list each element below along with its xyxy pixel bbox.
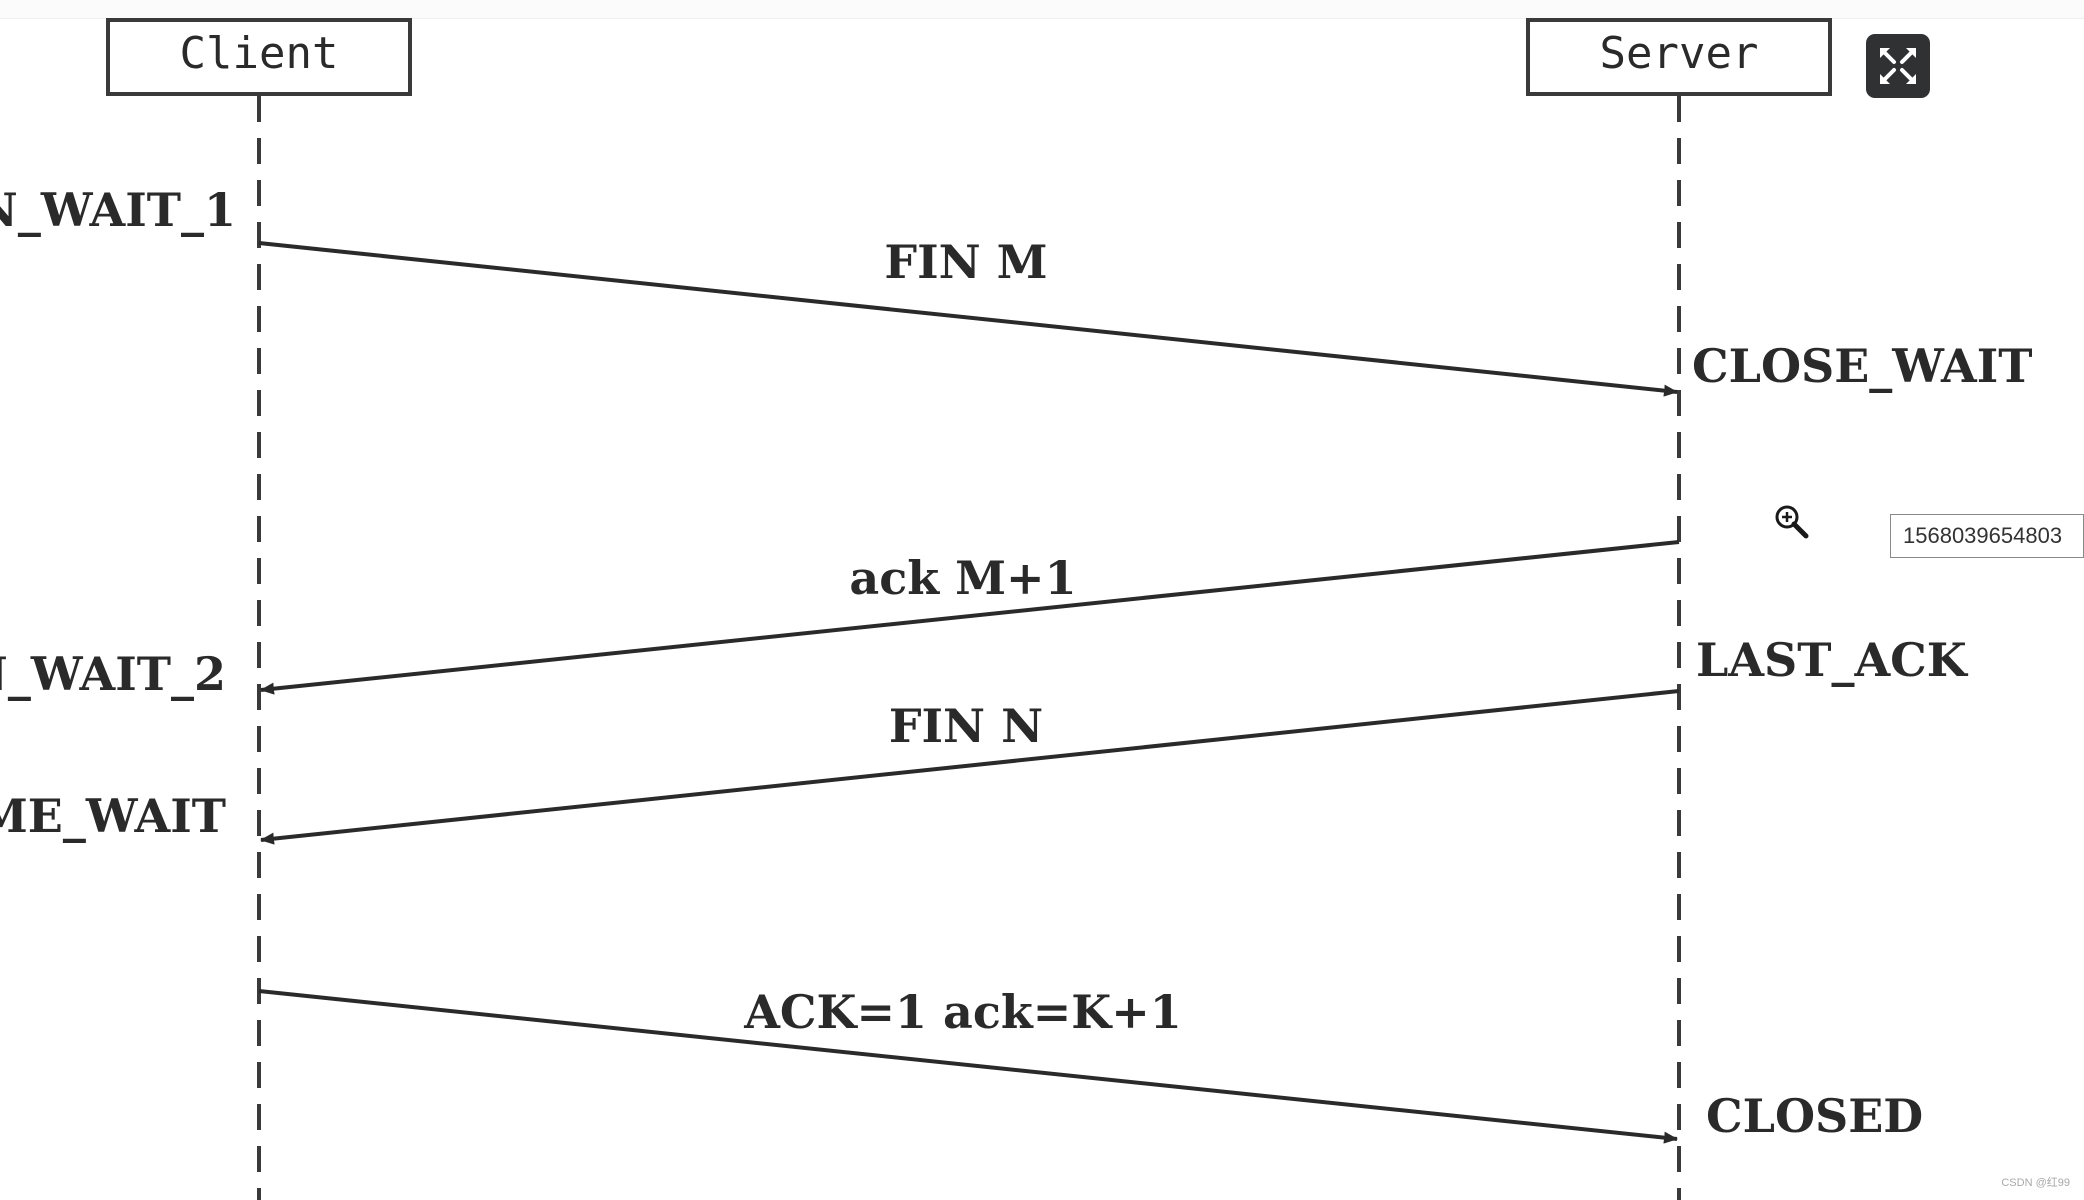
client-state-fin-wait-1: FIN_WAIT_1 (0, 183, 236, 237)
client-state-time-wait: TIME_WAIT (0, 789, 226, 843)
message-arrow-fin-m (258, 241, 1678, 397)
top-strip (0, 0, 2084, 19)
message-label-ack-m1: ack M+1 (849, 551, 1076, 605)
server-participant-box: Server (1526, 18, 1832, 96)
fullscreen-expand-icon[interactable] (1866, 34, 1930, 98)
server-participant-label: Server (1600, 28, 1759, 79)
message-label-fin-m: FIN M (884, 235, 1047, 289)
zoom-in-cursor-icon (1772, 502, 1812, 542)
server-state-last-ack: LAST_ACK (1696, 633, 1969, 687)
message-label-final-ack: ACK=1 ack=K+1 (743, 985, 1182, 1039)
message-arrow-ack-m1 (260, 540, 1680, 695)
client-participant-label: Client (180, 28, 339, 79)
client-participant-box: Client (106, 18, 412, 96)
message-label-fin-n: FIN N (889, 699, 1043, 753)
image-id-tooltip: 1568039654803 (1890, 514, 2084, 558)
client-state-fin-wait-2: IN_WAIT_2 (0, 647, 226, 701)
server-state-closed: CLOSED (1706, 1089, 1923, 1143)
message-arrow-fin-n (260, 689, 1680, 845)
message-arrow-final-ack (258, 989, 1678, 1144)
watermark: CSDN @红99 (2001, 1177, 2070, 1189)
server-state-close-wait: CLOSE_WAIT (1692, 339, 2032, 393)
